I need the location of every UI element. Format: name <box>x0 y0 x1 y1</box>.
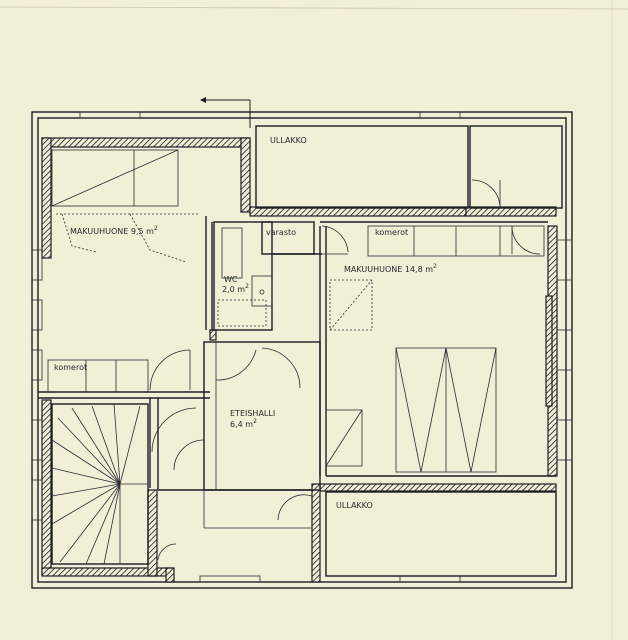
label-makuuhuone-large: MAKUUHUONE 14,8 m2 <box>344 263 437 274</box>
label-wc-area-text: 2,0 m <box>222 285 245 294</box>
label-makuuhuone-large-text: MAKUUHUONE 14,8 m <box>344 265 433 274</box>
doors <box>149 179 541 561</box>
label-eteishalli-area-text: 6,4 m <box>230 420 253 429</box>
staircase <box>51 403 149 565</box>
label-ullakko-top: ULLAKKO <box>270 136 307 145</box>
label-varasto: varasto <box>266 228 296 237</box>
label-makuuhuone-small-sup: 2 <box>154 225 158 232</box>
section-marker <box>200 97 251 128</box>
label-ullakko-bottom: ULLAKKO <box>336 501 373 510</box>
label-komerot-right: komerot <box>375 228 408 237</box>
label-makuuhuone-small-text: MAKUUHUONE 9,5 m <box>70 227 154 236</box>
label-eteishalli-area: 6,4 m2 <box>230 418 257 429</box>
label-wc-area-sup: 2 <box>245 283 249 290</box>
label-makuuhuone-small: MAKUUHUONE 9,5 m2 <box>70 225 158 236</box>
label-eteishalli-area-sup: 2 <box>253 418 257 425</box>
label-wc-name: WC <box>224 275 238 284</box>
label-wc-area: 2,0 m2 <box>222 283 249 294</box>
interior-partitions <box>38 125 563 577</box>
label-eteishalli-name: ETEISHALLI <box>230 409 275 418</box>
room-labels: ULLAKKO MAKUUHUONE 9,5 m2 varasto komero… <box>54 136 437 510</box>
label-komerot-left: komerot <box>54 363 87 372</box>
label-makuuhuone-large-sup: 2 <box>433 263 437 270</box>
paper-edge-top <box>0 6 628 10</box>
